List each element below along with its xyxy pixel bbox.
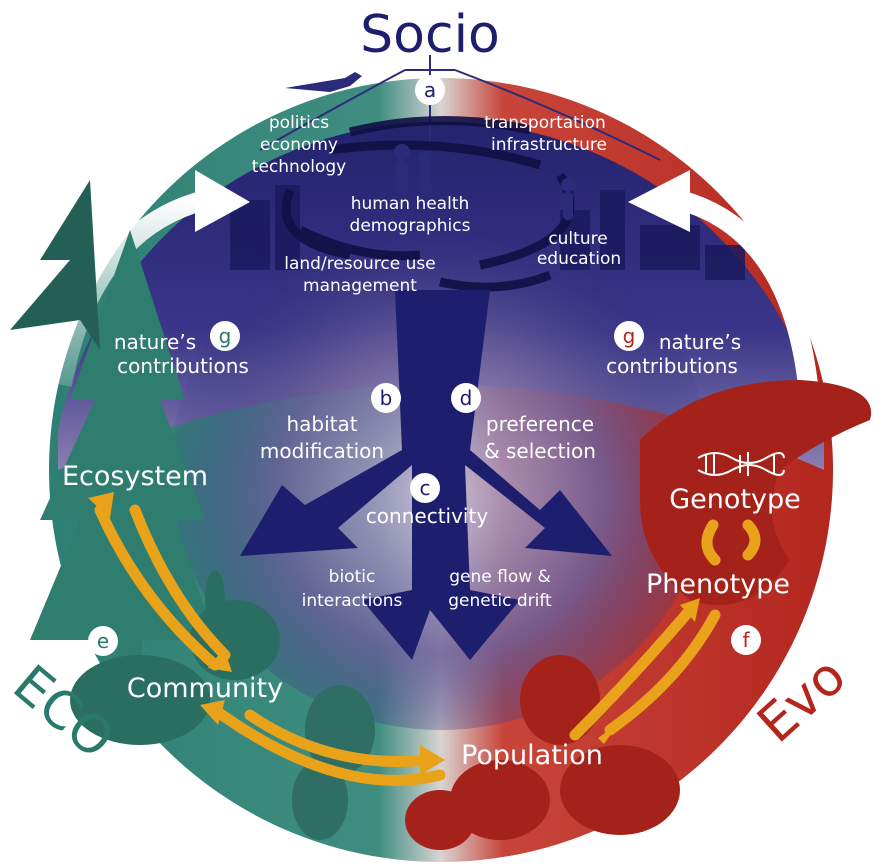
badge-c: c	[410, 473, 440, 503]
label-connectivity: connectivity	[366, 504, 489, 528]
node-phenotype: Phenotype	[646, 569, 790, 600]
node-population: Population	[461, 740, 603, 771]
node-genotype: Genotype	[669, 484, 800, 515]
svg-text:contributions: contributions	[117, 354, 249, 378]
label-habitat: habitat	[286, 412, 357, 436]
label-genetic-drift: genetic drift	[448, 591, 552, 611]
node-labels: Ecosystem Community Population Genotype …	[62, 461, 801, 771]
badge-e: e	[88, 626, 118, 656]
svg-text:a: a	[424, 78, 436, 102]
label-land-use: land/resource use	[284, 254, 435, 274]
label-infrastructure: infrastructure	[491, 135, 607, 155]
badge-f: f	[731, 625, 761, 655]
svg-text:d: d	[460, 386, 473, 410]
label-preference: preference	[486, 412, 594, 436]
family-silhouette	[394, 144, 575, 220]
svg-text:f: f	[742, 628, 750, 652]
natures-contributions-arrowhead-left	[195, 170, 250, 232]
node-community: Community	[127, 673, 283, 704]
svg-text:c: c	[420, 476, 431, 500]
label-modification: modification	[260, 439, 384, 463]
label-economy: economy	[260, 135, 338, 155]
svg-text:e: e	[97, 629, 109, 653]
arrow-labels: habitat modification preference & select…	[260, 412, 596, 528]
label-transportation: transportation	[484, 113, 606, 133]
label-culture: culture	[548, 229, 607, 249]
label-management: management	[303, 276, 417, 296]
socio-labels: politics economy technology transportati…	[252, 113, 621, 296]
title-socio: Socio	[360, 5, 500, 65]
dna-icon	[697, 452, 785, 476]
badge-a: a	[415, 75, 445, 105]
socio-cycle-arrows	[281, 116, 575, 292]
svg-text:nature’s: nature’s	[114, 330, 196, 354]
svg-text:g: g	[219, 324, 232, 348]
badge-d: d	[451, 383, 481, 413]
arrow-labels-small: biotic interactions gene flow & genetic …	[302, 567, 552, 611]
natures-contributions-arrowhead-right	[628, 170, 690, 232]
badge-g-right: g	[614, 321, 644, 351]
badge-b: b	[371, 383, 401, 413]
airplane-icon	[285, 72, 362, 92]
badge-g-left: g	[210, 321, 240, 351]
label-politics: politics	[269, 113, 329, 133]
label-technology: technology	[252, 157, 346, 177]
natures-contributions-left: nature’s contributions	[114, 330, 249, 378]
natures-contributions-arrow-left	[52, 190, 208, 387]
label-education: education	[537, 249, 621, 269]
label-gene-flow: gene flow &	[449, 567, 551, 587]
label-selection: & selection	[484, 439, 596, 463]
bird-silhouette	[405, 380, 872, 850]
label-interactions: interactions	[302, 591, 403, 611]
svg-text:nature’s: nature’s	[659, 330, 741, 354]
label-demographics: demographics	[350, 216, 471, 236]
orange-arrowheads	[88, 492, 700, 775]
natures-contributions-arrow-right	[677, 190, 818, 387]
svg-text:b: b	[380, 386, 393, 410]
orange-feedback-arrows	[94, 504, 761, 786]
svg-text:g: g	[623, 324, 636, 348]
label-human-health: human health	[351, 194, 470, 214]
svg-text:contributions: contributions	[606, 354, 738, 378]
label-biotic: biotic	[329, 567, 376, 587]
natures-contributions-right: nature’s contributions	[606, 330, 741, 378]
node-ecosystem: Ecosystem	[62, 461, 208, 492]
